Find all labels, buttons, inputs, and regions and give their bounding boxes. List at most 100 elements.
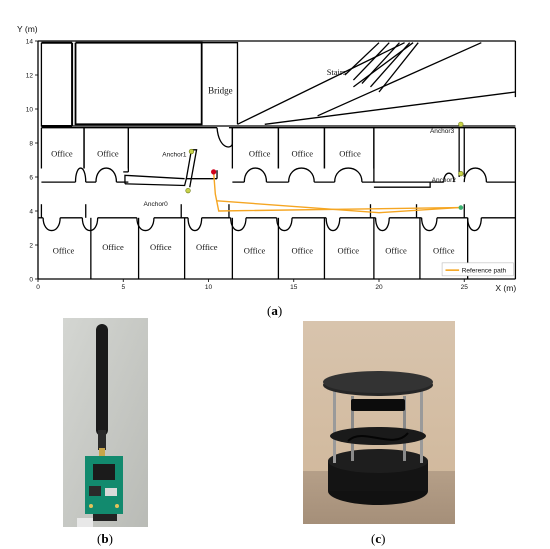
door-arc: [463, 167, 488, 183]
caption-b-open: (: [97, 531, 102, 546]
x-tick-label: 15: [290, 284, 298, 291]
caption-c-close: ): [381, 531, 386, 546]
path-line: [212, 171, 460, 212]
end-point: [458, 205, 464, 210]
x-tick-label: 25: [461, 284, 469, 291]
y-tick-label: 0: [29, 276, 33, 283]
door-arc: [420, 217, 438, 232]
office-label: Office: [102, 242, 124, 252]
wall-segment: [378, 42, 419, 93]
anchor-label: Anchor3: [430, 128, 455, 135]
x-tick-label: 5: [121, 284, 125, 291]
bridge-notch: [216, 127, 234, 148]
y-tick-label: 14: [26, 38, 34, 45]
y-tick-label: 4: [29, 208, 33, 215]
caption-c-open: (: [371, 531, 376, 546]
wall-segment: [124, 178, 218, 187]
wall-segment: [74, 41, 203, 126]
office-label: Office: [51, 149, 73, 159]
y-tick-label: 6: [29, 174, 33, 181]
door-arc: [42, 217, 61, 232]
y-tick-label: 8: [29, 140, 33, 147]
office-label: Office: [150, 242, 172, 252]
x-axis-label: X (m): [495, 283, 516, 293]
uwb-module-photo: [63, 318, 148, 527]
legend-box: [441, 262, 514, 277]
x-tick-label: 10: [205, 284, 213, 291]
wall-segment: [353, 42, 414, 88]
wall-segment: [373, 182, 431, 188]
uwb-module-image: [63, 318, 148, 527]
office-label: Office: [339, 149, 361, 159]
wall-segment: [317, 42, 482, 117]
office-label: Office: [338, 246, 360, 256]
caption-a-open: (: [267, 303, 272, 318]
office-label: Office: [433, 246, 455, 256]
door-arc: [74, 167, 87, 183]
door-arc: [230, 217, 247, 232]
anchor-label: Anchor2: [432, 177, 457, 184]
door-arc: [325, 217, 341, 232]
y-tick-label: 12: [26, 72, 34, 79]
caption-c: (c): [371, 531, 385, 547]
y-axis-label: Y (m): [17, 24, 38, 34]
axes: 0 5 10 15 20 25 0 2 4 6 8 10 12 14 X (m) Y (m): [17, 24, 516, 293]
caption-b-letter: b: [101, 531, 109, 546]
anchor-point: [185, 188, 191, 194]
office-label: Office: [97, 149, 119, 159]
wall-segment: [201, 42, 239, 125]
caption-a-letter: a: [271, 303, 278, 318]
path-line: [216, 200, 460, 214]
building-walls: [37, 40, 517, 280]
wall-segment: [40, 42, 516, 127]
office-label: Office: [291, 246, 313, 256]
wall-segment: [124, 174, 185, 184]
caption-a: (a): [267, 303, 282, 319]
anchor-label: Anchor0: [144, 201, 169, 208]
anchor-point: [188, 148, 195, 155]
office-label: Office: [53, 246, 75, 256]
start-point: [211, 169, 217, 175]
wall-segment: [361, 42, 400, 84]
door-arc: [276, 217, 293, 232]
wall-segment: [344, 42, 380, 76]
door-arc: [95, 167, 118, 183]
caption-b-close: ): [108, 531, 113, 546]
x-tick-label: 20: [375, 284, 383, 291]
wall-segment: [352, 42, 390, 81]
door-arc: [467, 217, 482, 232]
door-arc: [443, 172, 455, 183]
wall-segment: [264, 91, 516, 125]
anchor-label: Anchor1: [162, 152, 187, 159]
anchor-point: [458, 121, 464, 127]
office-label: Office: [244, 246, 266, 256]
office-label: Office: [385, 246, 407, 256]
y-tick-label: 2: [29, 242, 33, 249]
y-tick-label: 10: [26, 106, 34, 113]
wall-segment: [361, 127, 375, 183]
door-arc: [334, 167, 363, 183]
bridge-label: Bridge: [208, 86, 233, 96]
wall-segment: [237, 42, 405, 125]
caption-c-letter: c: [375, 531, 382, 546]
caption-b: (b): [97, 531, 113, 547]
legend: Reference path: [441, 262, 514, 277]
robot-image: [303, 321, 455, 524]
door-arc: [374, 217, 390, 232]
office-label: Office: [196, 242, 218, 252]
wall-segment: [185, 149, 198, 188]
door-arc: [81, 217, 99, 232]
reference-path: [212, 171, 460, 214]
door-arc: [136, 217, 155, 232]
caption-a-close: ): [277, 303, 283, 318]
x-tick-label: 0: [36, 284, 40, 291]
door-arc: [187, 217, 203, 232]
legend-label: Reference path: [462, 267, 507, 274]
office-label: Office: [291, 149, 313, 159]
office-label: Office: [249, 149, 271, 159]
stairs-label: Stairs: [327, 67, 346, 77]
